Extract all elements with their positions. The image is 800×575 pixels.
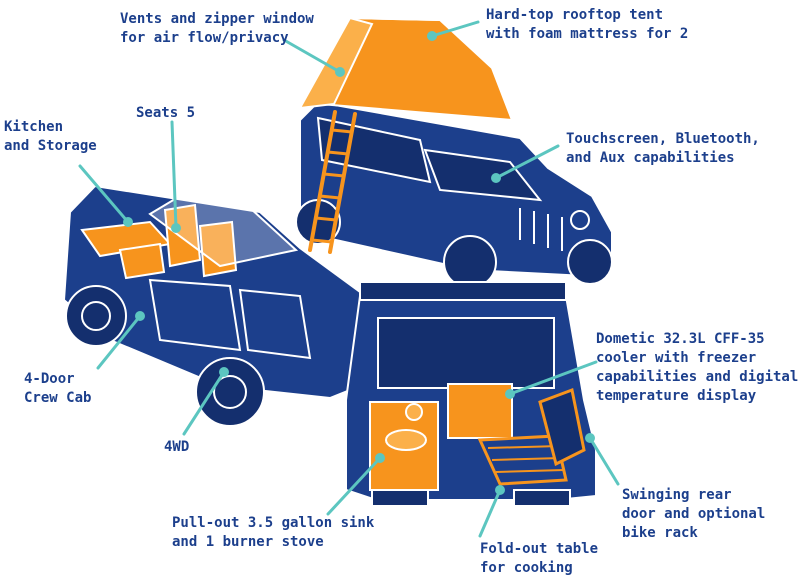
leader-vents: [282, 38, 342, 74]
label-sink-stove: Pull-out 3.5 gallon sink and 1 burner st…: [172, 515, 375, 550]
leader-lines: [78, 20, 620, 538]
label-swinging-door: Swinging rear door and optional bike rac…: [622, 487, 766, 541]
dot-touchscreen: [491, 173, 501, 183]
label-4wd: 4WD: [164, 439, 190, 455]
label-seats: Seats 5: [136, 105, 196, 121]
rear-view-jeep: [345, 281, 597, 507]
leader-crew-cab: [96, 314, 142, 370]
label-fold-out-table: Fold-out table for cooking: [480, 541, 599, 575]
dot-sink: [375, 453, 385, 463]
leader-swinging: [588, 436, 620, 486]
leader-tent: [430, 20, 480, 38]
label-vents: Vents and zipper window for air flow/pri…: [120, 11, 314, 46]
label-touchscreen: Touchscreen, Bluetooth, and Aux capabili…: [566, 131, 760, 166]
crew-cab-jeep: [62, 184, 386, 427]
leader-dometic: [508, 360, 598, 396]
rooftop-tent-jeep: [295, 16, 613, 289]
leader-sink: [326, 456, 382, 516]
dot-seats: [171, 223, 181, 233]
dot-crew-cab: [135, 311, 145, 321]
dot-kitchen: [123, 217, 133, 227]
dot-vents: [335, 67, 345, 77]
dot-tent: [427, 31, 437, 41]
leader-touchscreen: [494, 144, 560, 180]
dot-4wd: [219, 367, 229, 377]
leader-seats: [170, 120, 178, 230]
label-rooftop-tent: Hard-top rooftop tent with foam mattress…: [486, 7, 689, 42]
dot-table: [495, 485, 505, 495]
dot-dometic: [505, 389, 515, 399]
dot-swinging: [585, 433, 595, 443]
label-crew-cab: 4-Door Crew Cab: [24, 371, 92, 406]
leader-4wd: [182, 370, 226, 436]
leader-table: [478, 488, 502, 538]
label-dometic-cooler: Dometic 32.3L CFF-35 cooler with freezer…: [596, 331, 799, 404]
leader-kitchen: [78, 164, 130, 224]
label-kitchen-storage: Kitchen and Storage: [4, 119, 97, 154]
